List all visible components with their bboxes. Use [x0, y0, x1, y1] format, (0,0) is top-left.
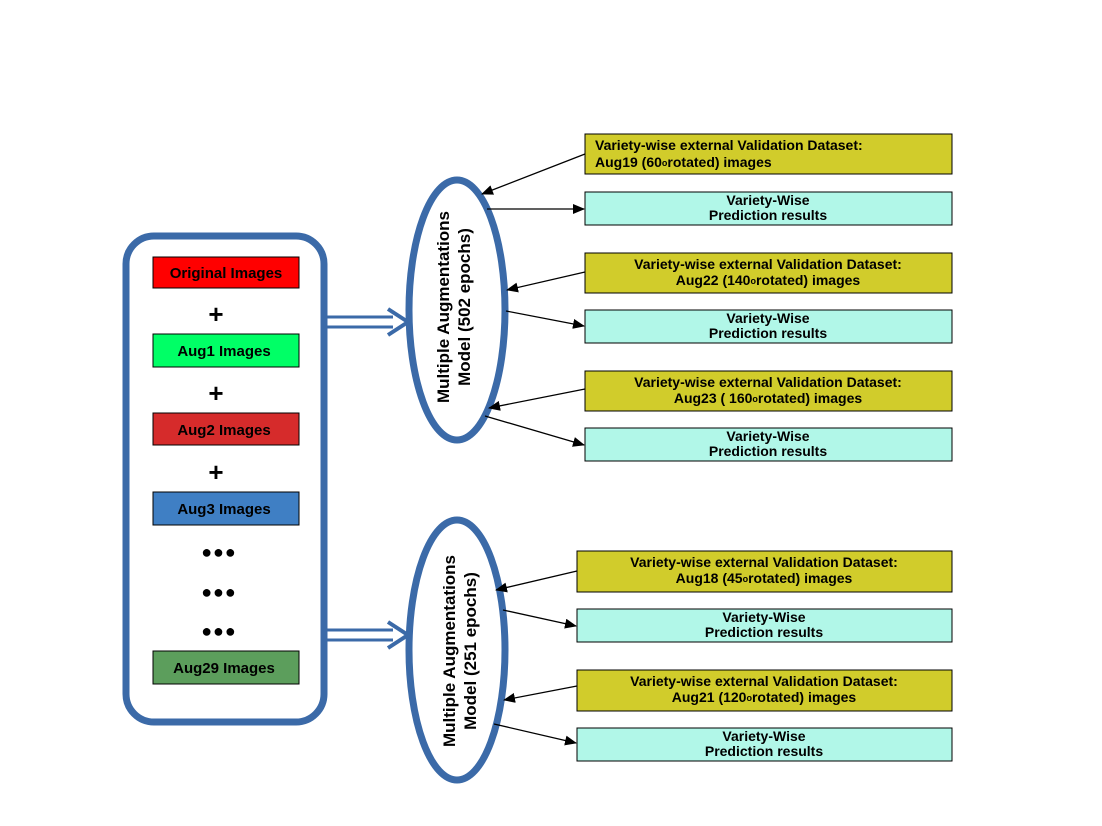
- arrow-aug18-to-model: [495, 570, 578, 593]
- arrow-aug21-to-model: [503, 685, 578, 703]
- prediction-box-4-line2: Prediction results: [705, 624, 823, 640]
- arrow-aug23-to-model: [488, 388, 586, 411]
- validation-aug22-box: [584, 252, 953, 294]
- validation-aug19-box: [584, 133, 953, 175]
- prediction-box-3-line1: Variety-Wise: [726, 428, 809, 444]
- model-502-label-line2: Model (502 epochs): [455, 228, 474, 386]
- prediction-box-5: [576, 727, 953, 762]
- validation-aug18-box: [576, 550, 953, 593]
- aug2-images-box: [152, 412, 300, 446]
- validation-aug22-line2: Aug22 (140orotated) images: [676, 272, 861, 288]
- arrow-aug19-to-model: [481, 153, 586, 195]
- aug29-images-box: [152, 650, 300, 685]
- arrow-model-to-prediction-2: [505, 310, 585, 329]
- prediction-box-1: [584, 191, 953, 226]
- prediction-box-3-line2: Prediction results: [709, 443, 827, 459]
- prediction-box-1-line2: Prediction results: [709, 207, 827, 223]
- container-to-model-top-arrow: [324, 307, 412, 337]
- original-images-box: [152, 256, 300, 289]
- validation-aug23-line1: Variety-wise external Validation Dataset…: [634, 374, 902, 390]
- plus-sign: +: [208, 378, 223, 408]
- aug1-images-box: [152, 333, 300, 368]
- validation-aug21-line2: Aug21 (120orotated) images: [672, 689, 857, 705]
- validation-aug18-line2: Aug18 (45orotated) images: [676, 570, 853, 586]
- model-502-epochs-ellipse: [405, 176, 509, 444]
- validation-aug22-line1: Variety-wise external Validation Dataset…: [634, 256, 902, 272]
- prediction-box-4-line1: Variety-Wise: [722, 609, 805, 625]
- aug3-images-label: Aug3 Images: [177, 501, 270, 518]
- prediction-box-5-line2: Prediction results: [705, 743, 823, 759]
- validation-aug23-line2: Aug23 ( 160orotated) images: [674, 390, 863, 406]
- prediction-box-2: [584, 309, 953, 344]
- prediction-box-2-line1: Variety-Wise: [726, 310, 809, 326]
- ellipsis-dots: ●●●: [201, 582, 237, 602]
- prediction-box-4: [576, 608, 953, 643]
- container-to-model-bottom-arrow: [324, 620, 412, 650]
- plus-sign: +: [208, 457, 223, 487]
- arrow-aug22-to-model: [506, 271, 586, 293]
- prediction-box-3: [584, 427, 953, 462]
- validation-aug19-line2: Aug19 (60orotated) images: [595, 154, 772, 170]
- aug29-images-label: Aug29 Images: [173, 660, 275, 677]
- model-502-label-line1: Multiple Augmentations: [434, 211, 453, 403]
- arrow-model-to-prediction-4: [502, 609, 577, 629]
- prediction-box-2-line2: Prediction results: [709, 325, 827, 341]
- validation-aug18-line1: Variety-wise external Validation Dataset…: [630, 554, 898, 570]
- arrow-model-to-prediction-5: [493, 723, 577, 746]
- validation-aug23-box: [584, 370, 953, 412]
- aug1-images-label: Aug1 Images: [177, 343, 270, 360]
- ellipsis-dots: ●●●: [201, 542, 237, 562]
- validation-aug21-line1: Variety-wise external Validation Dataset…: [630, 673, 898, 689]
- prediction-box-5-line1: Variety-Wise: [722, 728, 805, 744]
- aug2-images-label: Aug2 Images: [177, 422, 270, 439]
- plus-sign: +: [208, 299, 223, 329]
- aug3-images-box: [152, 491, 300, 526]
- original-images-label: Original Images: [170, 265, 283, 282]
- prediction-box-1-line1: Variety-Wise: [726, 192, 809, 208]
- input-container: [122, 232, 328, 726]
- validation-aug21-box: [576, 669, 953, 712]
- arrow-model-to-prediction-3: [484, 415, 585, 447]
- model-251-label-line1: Multiple Augmentations: [440, 555, 459, 747]
- validation-aug19-line1: Variety-wise external Validation Dataset…: [595, 137, 863, 153]
- model-251-label-line2: Model (251 epochs): [461, 572, 480, 730]
- model-251-epochs-ellipse: [405, 516, 509, 784]
- ellipsis-dots: ●●●: [201, 621, 237, 641]
